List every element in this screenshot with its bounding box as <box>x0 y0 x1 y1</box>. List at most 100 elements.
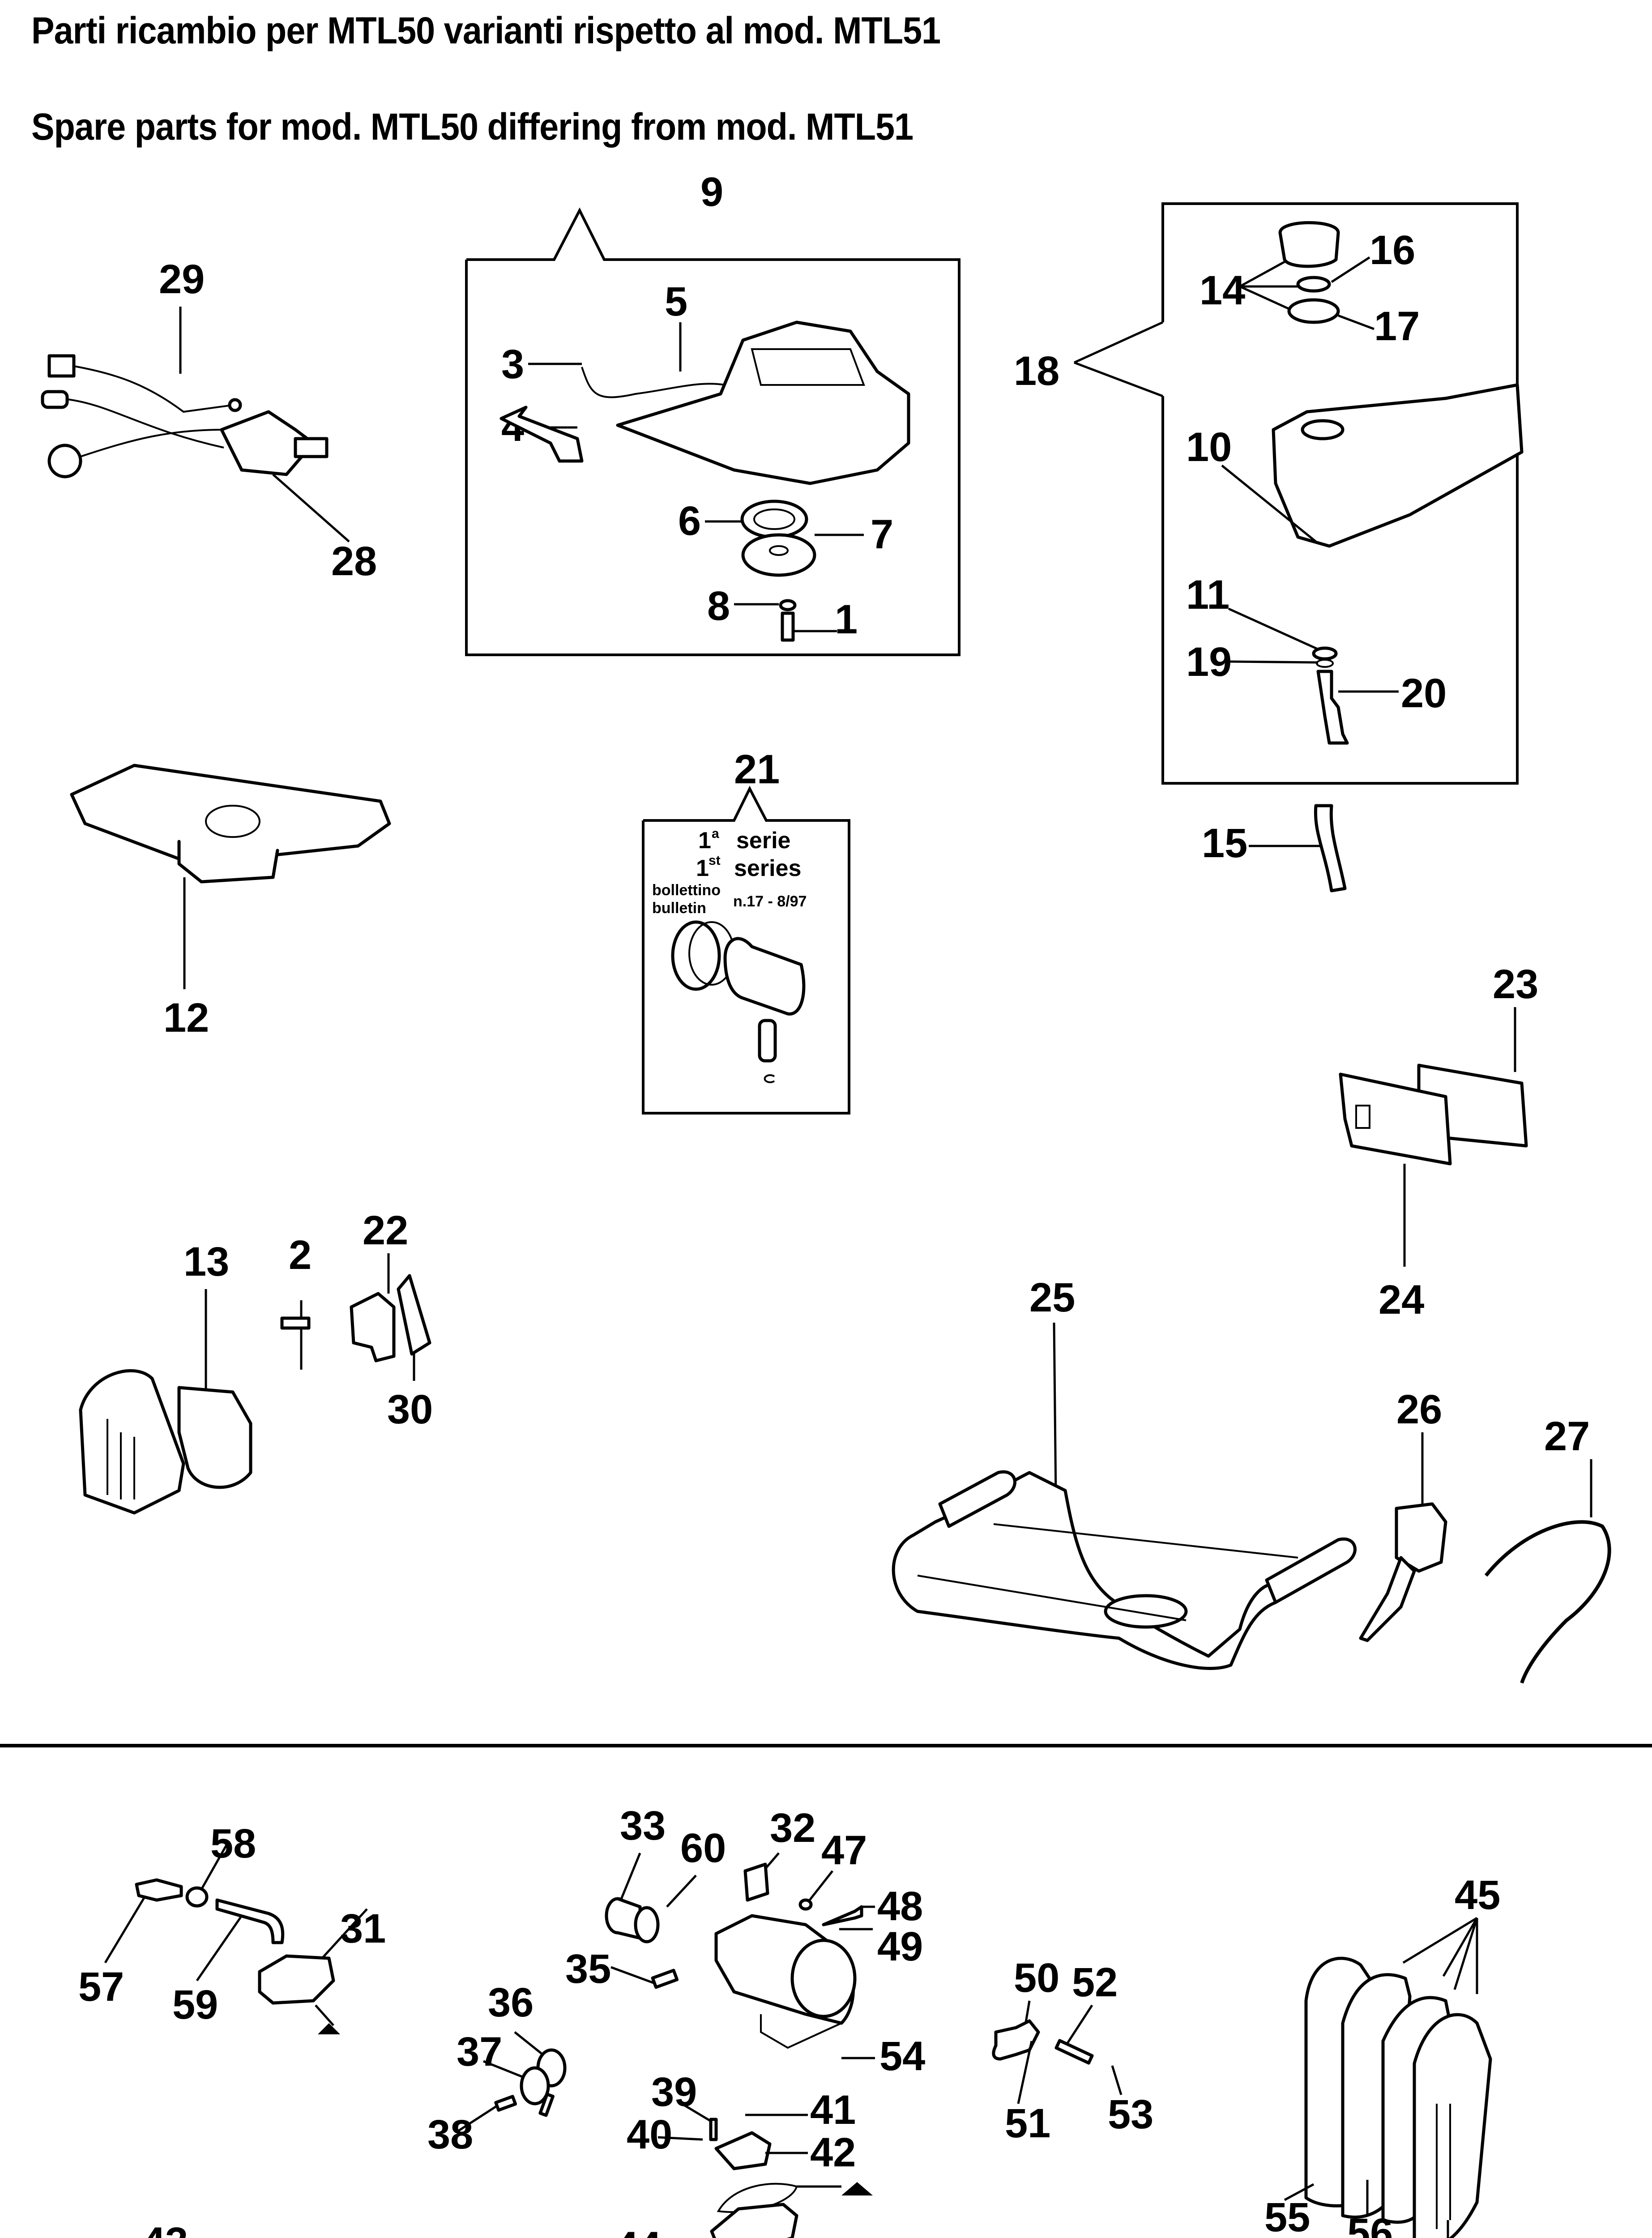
fuel-pump-icon <box>258 1954 335 2005</box>
part-label-50[interactable]: 50 <box>1014 1955 1059 2001</box>
crankcase-flange-icon <box>70 764 391 866</box>
ignition-coil-assembly[interactable]: 29 28 <box>41 256 377 584</box>
page-title-english: Spare parts for mod. MTL50 differing fro… <box>31 106 914 148</box>
cable-icon <box>1484 1520 1611 1684</box>
starter-group-9: 9 5 3 4 6 7 8 1 <box>465 169 960 656</box>
screw-icon <box>781 611 795 642</box>
part-label-14[interactable]: 14 <box>1200 268 1245 313</box>
series-en-number: 1 <box>696 855 709 881</box>
crankcase[interactable]: 12 <box>70 764 391 1041</box>
fuel-valve-icon <box>1316 670 1349 745</box>
screw-icon <box>651 1969 679 1989</box>
part-label-40[interactable]: 40 <box>627 2112 672 2157</box>
group-label-18[interactable]: 18 <box>1014 348 1059 394</box>
part-label-37[interactable]: 37 <box>457 2029 502 2075</box>
part-label-52[interactable]: 52 <box>1072 1960 1118 2005</box>
part-label-20[interactable]: 20 <box>1401 671 1447 716</box>
float-needle-icon <box>709 2118 718 2141</box>
throttle-cable[interactable]: 27 <box>1484 1414 1611 1684</box>
part-label-25[interactable]: 25 <box>1029 1275 1075 1320</box>
air-filter-group-45[interactable]: 45 55 56 34 <box>1264 1872 1500 2238</box>
page-title-italian: Parti ricambio per MTL50 varianti rispet… <box>31 9 941 51</box>
part-label-3[interactable]: 3 <box>501 342 524 387</box>
part-label-16[interactable]: 16 <box>1370 227 1415 273</box>
part-label-57[interactable]: 57 <box>78 1964 124 2010</box>
handlebar[interactable]: 25 <box>892 1275 1357 1670</box>
part-label-10[interactable]: 10 <box>1186 424 1232 470</box>
part-label-8[interactable]: 8 <box>707 583 730 629</box>
fuel-tank-icon <box>1272 383 1524 548</box>
carburettor-body-icon <box>177 1386 252 1489</box>
recoil-spring-icon <box>740 500 808 539</box>
fuel-pump-assembly[interactable]: 58 57 59 31 43 <box>78 1821 386 2238</box>
part-label-27[interactable]: 27 <box>1544 1414 1590 1459</box>
group-label-45[interactable]: 45 <box>1455 1872 1500 1918</box>
carburettor-filter-cover-icon <box>79 1369 185 1515</box>
part-label-22[interactable]: 22 <box>363 1208 408 1253</box>
part-label-6[interactable]: 6 <box>678 498 701 544</box>
part-label-55[interactable]: 55 <box>1264 2195 1310 2238</box>
part-label-44[interactable]: 44 <box>615 2224 661 2238</box>
part-label-49[interactable]: 49 <box>877 1924 923 1969</box>
adjust-screw-icon <box>1054 2039 1094 2065</box>
carburettor-assembly[interactable]: 13 2 22 30 <box>79 1208 433 1515</box>
series-en-sup: st <box>709 853 721 868</box>
part-label-30[interactable]: 30 <box>387 1387 433 1432</box>
part-label-60[interactable]: 60 <box>680 1825 726 1871</box>
part-label-36[interactable]: 36 <box>488 1980 534 2025</box>
part-label-24[interactable]: 24 <box>1379 1277 1424 1323</box>
part-label-42[interactable]: 42 <box>810 2130 856 2175</box>
part-label-17[interactable]: 17 <box>1374 303 1420 349</box>
kit-marker-triangle-icon <box>318 2023 340 2034</box>
part-label-48[interactable]: 48 <box>877 1884 923 1929</box>
part-label-7[interactable]: 7 <box>871 512 893 557</box>
part-label-19[interactable]: 19 <box>1186 639 1232 685</box>
part-label-53[interactable]: 53 <box>1108 2092 1153 2137</box>
part-label-28[interactable]: 28 <box>331 538 377 584</box>
part-label-43[interactable]: 43 <box>142 2219 188 2238</box>
part-label-13[interactable]: 13 <box>184 1239 229 1285</box>
part-label-47[interactable]: 47 <box>821 1828 867 1873</box>
throttle-lever-body-icon <box>1395 1502 1447 1573</box>
muffler-assembly[interactable]: 23 24 <box>1339 961 1538 1323</box>
carburettor-exploded[interactable]: 33 60 32 47 48 49 35 54 36 37 38 <box>427 1803 925 2238</box>
filter-cover-icon <box>1413 2013 1492 2238</box>
fuel-tank-group-18: 18 16 14 17 10 11 19 20 <box>1014 202 1524 785</box>
handlebar-plate-icon <box>1104 1594 1188 1629</box>
bulletin-en: bulletin <box>652 900 706 917</box>
starter-housing-icon <box>616 320 910 485</box>
series-en-word: series <box>734 855 801 881</box>
part-label-35[interactable]: 35 <box>565 1946 611 1992</box>
part-label-32[interactable]: 32 <box>770 1805 815 1851</box>
part-label-59[interactable]: 59 <box>172 1982 218 2028</box>
part-label-51[interactable]: 51 <box>1005 2101 1050 2146</box>
part-label-38[interactable]: 38 <box>427 2112 473 2157</box>
part-label-1[interactable]: 1 <box>835 597 858 642</box>
part-label-2[interactable]: 2 <box>289 1232 312 1278</box>
part-label-11[interactable]: 11 <box>1186 572 1229 618</box>
part-label-29[interactable]: 29 <box>159 256 205 302</box>
intake-manifold-icon <box>350 1292 396 1362</box>
part-label-54[interactable]: 54 <box>879 2033 925 2079</box>
part-label-33[interactable]: 33 <box>620 1803 666 1849</box>
grip-left-icon <box>938 1470 1016 1528</box>
part-label-15[interactable]: 15 <box>1202 820 1247 866</box>
grip-right-icon <box>1265 1537 1357 1604</box>
cap-filter-icon <box>1287 298 1340 324</box>
throttle-linkage[interactable]: 50 52 51 53 <box>992 1955 1154 2146</box>
muffler-front-icon <box>1339 1072 1452 1166</box>
kit-marker-triangle-icon <box>841 2182 873 2195</box>
part-label-26[interactable]: 26 <box>1396 1387 1442 1432</box>
group-label-9[interactable]: 9 <box>700 169 723 215</box>
part-label-56[interactable]: 56 <box>1347 2210 1393 2238</box>
part-label-41[interactable]: 41 <box>810 2087 856 2133</box>
throttle-lever[interactable]: 26 <box>1359 1387 1447 1642</box>
carburettor-bore-icon <box>790 1939 857 2018</box>
bulletin-ref: n.17 - 8/97 <box>733 893 807 910</box>
fuel-hose[interactable]: 15 <box>1202 804 1347 893</box>
part-label-5[interactable]: 5 <box>665 279 687 325</box>
part-label-12[interactable]: 12 <box>163 995 209 1041</box>
part-label-23[interactable]: 23 <box>1493 961 1538 1007</box>
group-label-21[interactable]: 21 <box>734 747 780 792</box>
nut-icon <box>185 1886 209 1908</box>
